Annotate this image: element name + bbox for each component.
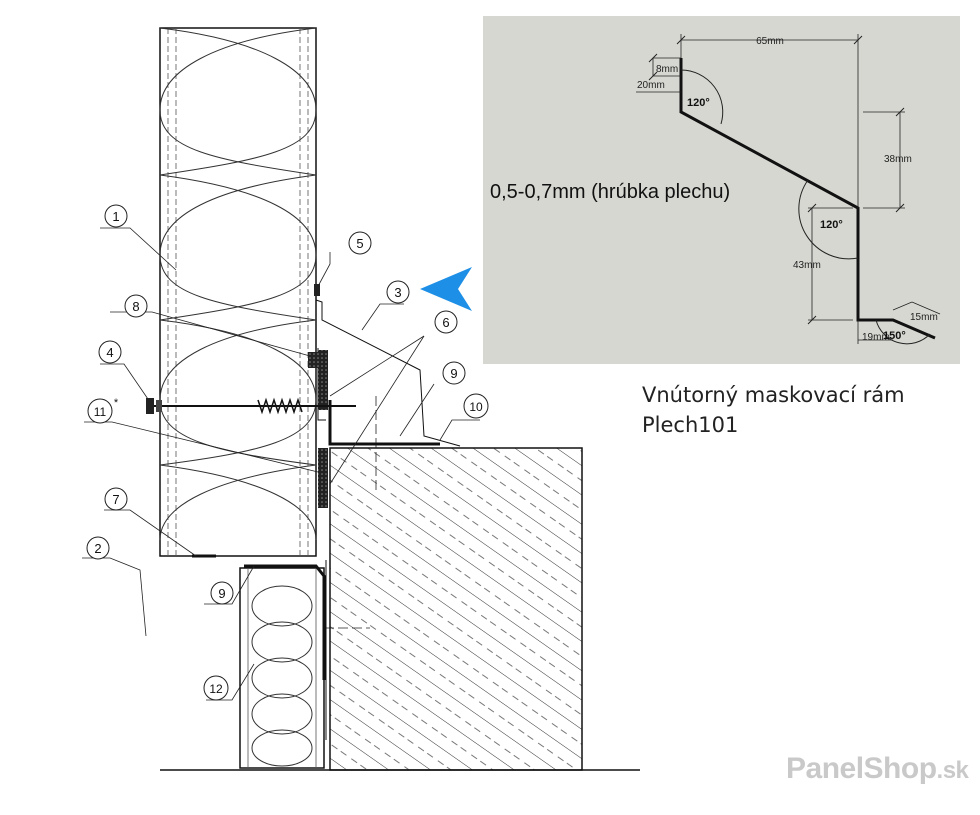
dim-lip-small: 8mm bbox=[656, 64, 678, 75]
seal-6-lower bbox=[318, 448, 328, 508]
lower-panel bbox=[239, 567, 325, 769]
angle-middle: 120° bbox=[820, 219, 843, 231]
callout-8: 8 bbox=[132, 299, 139, 314]
seal-6-upper bbox=[318, 350, 328, 410]
dim-rise: 38mm bbox=[884, 154, 912, 165]
angle-arcs bbox=[680, 69, 931, 345]
seal-8 bbox=[308, 352, 318, 368]
callout-12: 12 bbox=[209, 682, 223, 696]
callout-11: 11 bbox=[94, 405, 107, 419]
concrete-block bbox=[324, 396, 583, 771]
angle-top: 120° bbox=[687, 97, 710, 109]
caption: Vnútorný maskovací rám Plech101 bbox=[642, 380, 905, 440]
callout-5: 5 bbox=[356, 236, 363, 251]
caption-product: Plech101 bbox=[642, 413, 739, 437]
leader-lines bbox=[82, 227, 480, 701]
anchor-bolt bbox=[146, 397, 356, 415]
callout-10: 10 bbox=[469, 400, 483, 414]
dimension-lines bbox=[636, 34, 941, 344]
thickness-label: 0,5-0,7mm (hrúbka plechu) bbox=[490, 181, 730, 203]
dimension-ticks bbox=[648, 35, 905, 325]
dim-drop: 43mm bbox=[793, 260, 821, 271]
pointer-arrow-icon bbox=[420, 267, 472, 311]
callout-9-upper: 9 bbox=[450, 366, 457, 381]
angle-bottom: 150° bbox=[883, 330, 906, 342]
caption-title: Vnútorný maskovací rám bbox=[642, 383, 905, 407]
dim-tail: 15mm bbox=[910, 312, 938, 323]
callout-7: 7 bbox=[112, 492, 119, 507]
sandwich-panel bbox=[159, 27, 317, 557]
brand-tld: .sk bbox=[936, 757, 969, 784]
dim-top-width: 65mm bbox=[756, 36, 784, 47]
screw-5 bbox=[314, 284, 320, 296]
callout-9-lower: 9 bbox=[218, 586, 225, 601]
callout-3: 3 bbox=[394, 285, 401, 300]
callout-circles bbox=[86, 204, 489, 701]
callout-4: 4 bbox=[106, 345, 113, 360]
dim-bottom-width: 19mm bbox=[862, 332, 890, 343]
dim-lip-height: 20mm bbox=[637, 80, 665, 91]
brand-watermark: PanelShop.sk bbox=[786, 752, 969, 786]
callout-6: 6 bbox=[442, 315, 449, 330]
callout-2: 2 bbox=[94, 541, 101, 556]
callout-11-mark: * bbox=[114, 397, 119, 409]
profile-panel bbox=[483, 16, 960, 364]
sheet-profile bbox=[679, 58, 936, 340]
brand-name: PanelShop bbox=[786, 752, 937, 785]
callout-1: 1 bbox=[112, 209, 119, 224]
